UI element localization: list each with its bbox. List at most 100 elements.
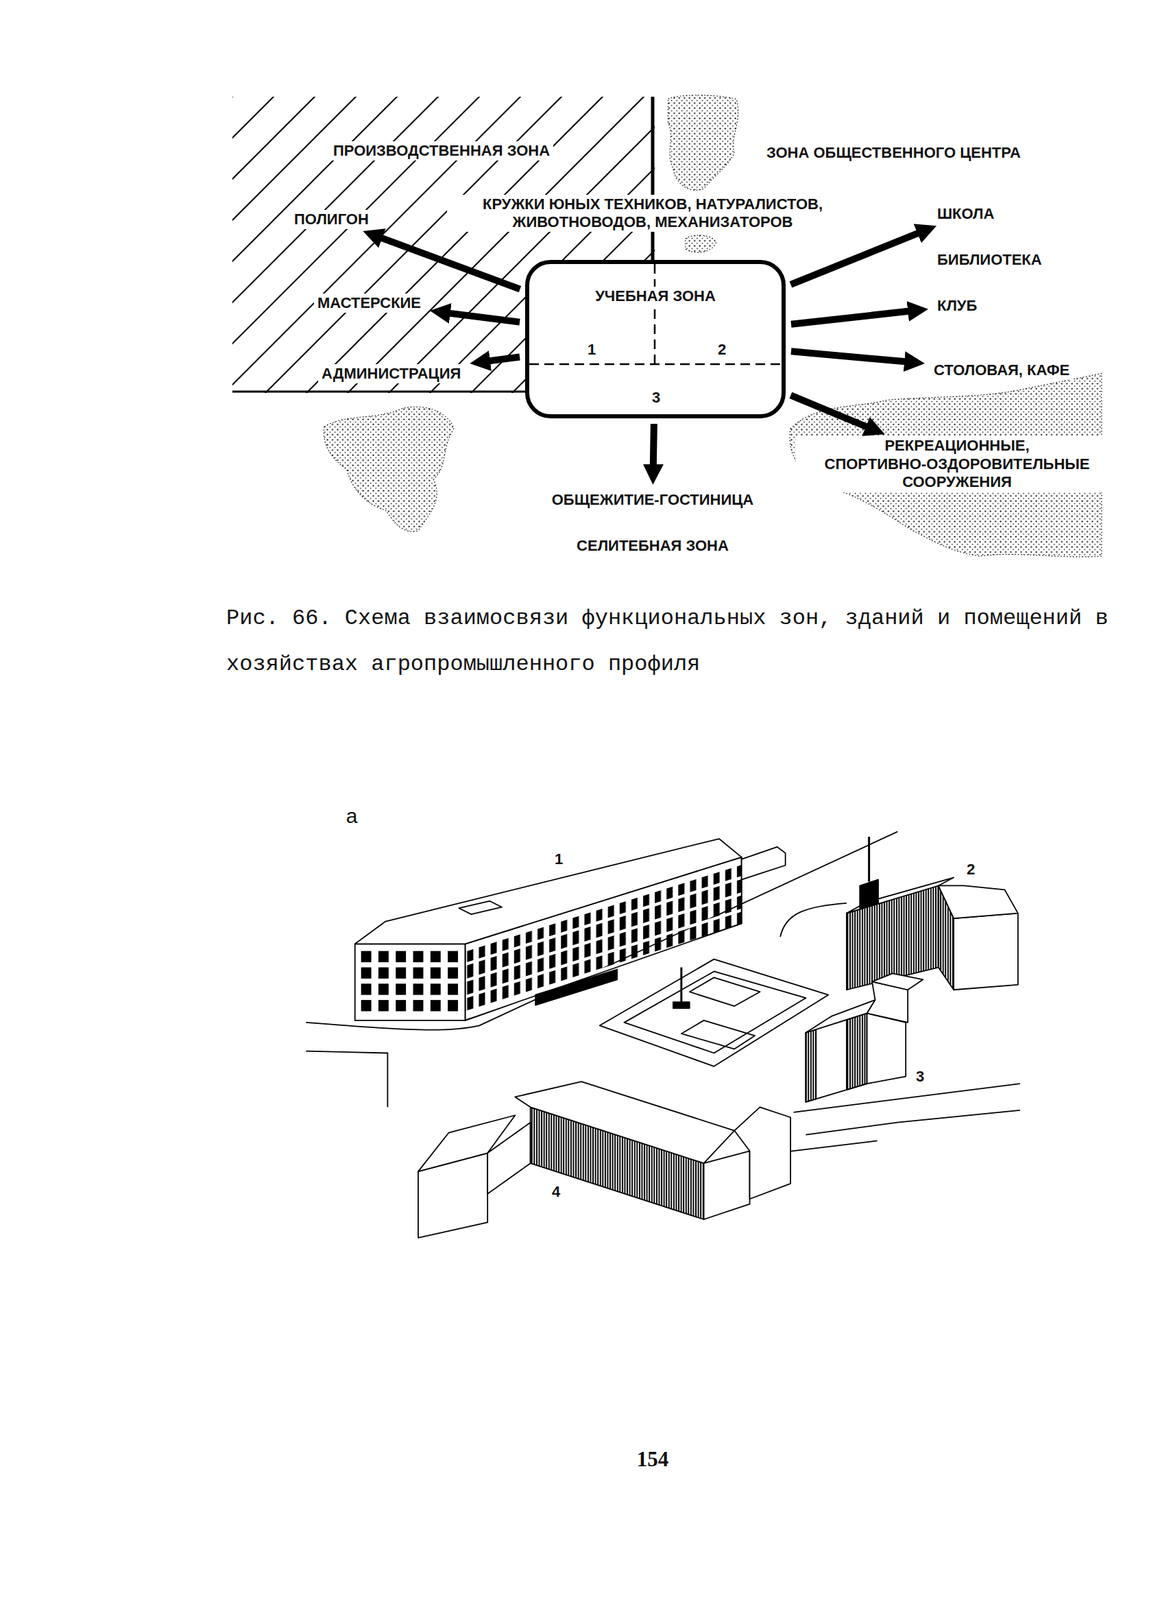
illustration-part [741, 846, 786, 880]
callout-number: 2 [963, 859, 979, 879]
illustration-part [323, 406, 454, 532]
illustration-part [780, 902, 847, 937]
facility-label: АДМИНИСТРАЦИЯ [318, 364, 465, 384]
callout-number: 1 [551, 849, 567, 869]
facility-label: ПОЛИГОН [290, 209, 373, 229]
illustration-part [361, 967, 372, 979]
illustration-part [673, 1001, 690, 1008]
illustration-part [361, 950, 372, 962]
illustration-part [689, 976, 761, 1006]
illustration-part [361, 999, 372, 1011]
illustration-part [867, 1012, 907, 1084]
zone-title: УЧЕБНАЯ ЗОНА [591, 286, 720, 306]
illustration-part [413, 950, 424, 962]
block-arrow [790, 231, 924, 285]
illustration-part [378, 999, 389, 1011]
node-text: 1 [584, 340, 600, 360]
page-number: 154 [633, 1445, 673, 1472]
illustration-part [805, 1029, 816, 1102]
illustration-part [704, 1150, 751, 1219]
shape-part [232, 96, 655, 393]
illustration-part [680, 967, 683, 1003]
node-text: АДМИНИСТРАЦИЯ [318, 364, 465, 384]
facility-label: КЛУБ [933, 296, 981, 316]
illustration-part [430, 967, 441, 979]
node-text: КЛУБ [933, 296, 981, 316]
illustration-part [378, 967, 389, 979]
illustration-part [514, 1081, 735, 1163]
node-text: ОБЩЕЖИТИЕ-ГОСТИНИЦА [548, 490, 758, 510]
illustration-part [953, 913, 1019, 990]
illustration-part [413, 983, 424, 995]
subzone-number: 3 [648, 388, 664, 408]
facility-label: СТОЛОВАЯ, КАФЕ [930, 360, 1073, 380]
illustration-part [430, 983, 441, 995]
node-text: СТОЛОВАЯ, КАФЕ [930, 360, 1073, 380]
illustration-part [447, 967, 458, 979]
block-arrow [653, 423, 655, 471]
illustration-part [447, 950, 458, 962]
zone-label: ЗОНА ОБЩЕСТВЕННОГО ЦЕНТРА [763, 143, 1025, 163]
facility-label: РЕКРЕАЦИОННЫЕ, СПОРТИВНО-ОЗДОРОВИТЕЛЬНЫЕ… [795, 436, 1119, 492]
shape-part [527, 261, 784, 417]
node-text: ПОЛИГОН [290, 209, 373, 229]
illustration-part [681, 1020, 755, 1049]
subzone-number: 1 [584, 340, 600, 360]
illustration-part [805, 1109, 1020, 1135]
block-arrow [790, 394, 873, 429]
illustration-part [395, 950, 406, 962]
illustration-part [413, 967, 424, 979]
illustration-part [305, 1050, 388, 1108]
illustration-part [447, 983, 458, 995]
illustration-part [430, 950, 441, 962]
illustration-part [872, 972, 923, 990]
facility-label: БИБЛИОТЕКА [933, 250, 1046, 270]
illustration-part [938, 885, 1019, 918]
node-text: 2 [714, 340, 730, 360]
callout-number: 4 [548, 1181, 564, 1202]
illustration-part [668, 95, 739, 190]
illustration-part [685, 235, 717, 253]
node-text: МАСТЕРСКИЕ [313, 293, 425, 313]
zone-title: ПРОИЗВОДСТВЕННАЯ ЗОНА [329, 141, 554, 161]
illustration-part [395, 967, 406, 979]
facility-label: ШКОЛА [933, 204, 998, 224]
illustration-part [378, 983, 389, 995]
illustration-part [805, 999, 875, 1033]
illustration-part [459, 900, 502, 914]
subzone-number: 2 [714, 340, 730, 360]
illustration-part [395, 999, 406, 1011]
illustration-part [447, 999, 458, 1011]
zone-box: УЧЕБНАЯ ЗОНА 1 2 3 [525, 259, 786, 419]
node-text: ШКОЛА [933, 204, 998, 224]
illustration-part [355, 943, 466, 1021]
block-arrow [791, 310, 915, 325]
illustration-part [624, 970, 807, 1053]
facility-label: МАСТЕРСКИЕ [313, 293, 425, 313]
illustration-part [867, 836, 870, 881]
facility-label: ОБЩЕЖИТИЕ-ГОСТИНИЦА [548, 490, 758, 510]
note-label: КРУЖКИ ЮНЫХ ТЕХНИКОВ, НАТУРАЛИСТОВ, ЖИВО… [446, 194, 859, 233]
illustration-part [846, 1012, 868, 1090]
illustration-part [487, 1122, 530, 1194]
node-text: 3 [648, 388, 664, 408]
callout-number: 3 [912, 1066, 928, 1086]
illustration-part [734, 1106, 791, 1199]
illustration-part [361, 983, 372, 995]
illustration-part [846, 877, 954, 914]
illustration-part [413, 999, 424, 1011]
figure-caption: Рис. 66. Схема взаимосвязи функциональны… [226, 595, 1111, 687]
node-text: РЕКРЕАЦИОННЫЕ, СПОРТИВНО-ОЗДОРОВИТЕЛЬНЫЕ… [795, 436, 1119, 492]
illustration-part [355, 838, 742, 944]
block-arrow [791, 351, 912, 362]
illustration-part [361, 950, 458, 1012]
illustration-part [859, 879, 879, 909]
illustration-part [305, 831, 898, 1030]
figure-letter: а [342, 802, 362, 829]
buildings-drawing [305, 831, 1020, 1238]
illustration-part [599, 959, 829, 1067]
illustration-part [535, 968, 618, 1005]
node-text: БИБЛИОТЕКА [933, 250, 1046, 270]
illustration-part [378, 950, 389, 962]
shape-part [654, 263, 657, 365]
